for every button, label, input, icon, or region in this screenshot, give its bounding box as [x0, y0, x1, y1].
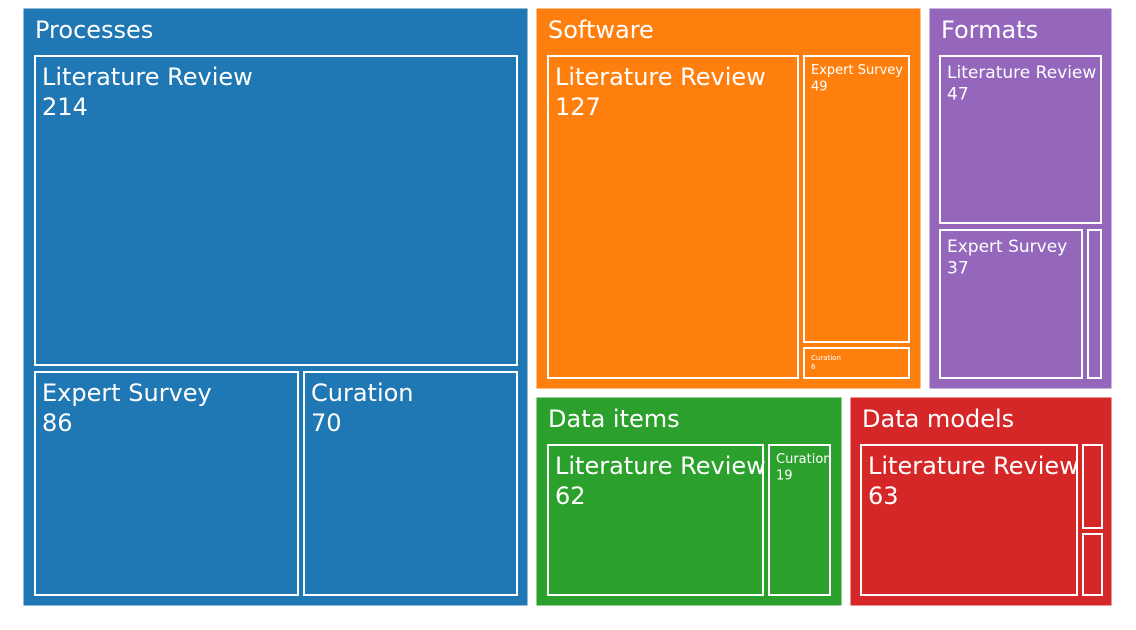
- tile-label-data-items-literature-review: Literature Review: [555, 452, 766, 480]
- group-title-software: Software: [548, 16, 654, 44]
- tile-value-formats-expert-survey: 37: [947, 258, 969, 278]
- tile-software-expert-survey[interactable]: [803, 55, 910, 343]
- tile-value-processes-expert-survey: 86: [42, 409, 73, 437]
- tile-processes-expert-survey[interactable]: [34, 371, 299, 596]
- tile-processes-literature-review[interactable]: [34, 55, 518, 366]
- tile-software-curation[interactable]: [803, 347, 910, 379]
- tile-label-formats-expert-survey: Expert Survey: [947, 237, 1067, 257]
- tile-value-formats-literature-review: 47: [947, 84, 969, 104]
- tile-label-software-curation: Curation: [811, 354, 841, 362]
- tile-label-processes-literature-review: Literature Review: [42, 63, 253, 91]
- tile-value-software-expert-survey: 49: [811, 79, 828, 94]
- tile-processes-curation[interactable]: [303, 371, 518, 596]
- group-title-data-items: Data items: [548, 405, 680, 433]
- tile-label-software-expert-survey: Expert Survey: [811, 63, 903, 78]
- group-title-processes: Processes: [35, 16, 153, 44]
- tile-label-processes-curation: Curation: [311, 379, 414, 407]
- group-title-data-models: Data models: [862, 405, 1014, 433]
- tile-data-models-literature-review[interactable]: [860, 444, 1078, 596]
- tile-data-items-literature-review[interactable]: [547, 444, 764, 596]
- tile-data-models-item-1[interactable]: [1082, 444, 1103, 529]
- tile-label-software-literature-review: Literature Review: [555, 63, 766, 91]
- tile-label-formats-literature-review: Literature Review: [947, 63, 1096, 83]
- tile-formats-item-2[interactable]: [1087, 229, 1102, 379]
- tile-label-data-models-literature-review: Literature Review: [868, 452, 1079, 480]
- tile-formats-literature-review[interactable]: [939, 55, 1102, 224]
- tile-formats-expert-survey[interactable]: [939, 229, 1083, 379]
- tile-value-processes-curation: 70: [311, 409, 342, 437]
- tile-value-processes-literature-review: 214: [42, 93, 88, 121]
- tile-value-software-literature-review: 127: [555, 93, 601, 121]
- tile-label-processes-expert-survey: Expert Survey: [42, 379, 212, 407]
- tile-value-software-curation: 6: [811, 363, 816, 371]
- tile-value-data-models-literature-review: 63: [868, 482, 899, 510]
- tile-value-data-items-literature-review: 62: [555, 482, 586, 510]
- tile-software-literature-review[interactable]: [547, 55, 799, 379]
- tile-data-items-curation[interactable]: [768, 444, 831, 596]
- tile-value-data-items-curation: 19: [776, 468, 793, 483]
- group-title-formats: Formats: [941, 16, 1038, 44]
- tile-label-data-items-curation: Curation: [776, 452, 832, 467]
- tile-data-models-item-2[interactable]: [1082, 533, 1103, 596]
